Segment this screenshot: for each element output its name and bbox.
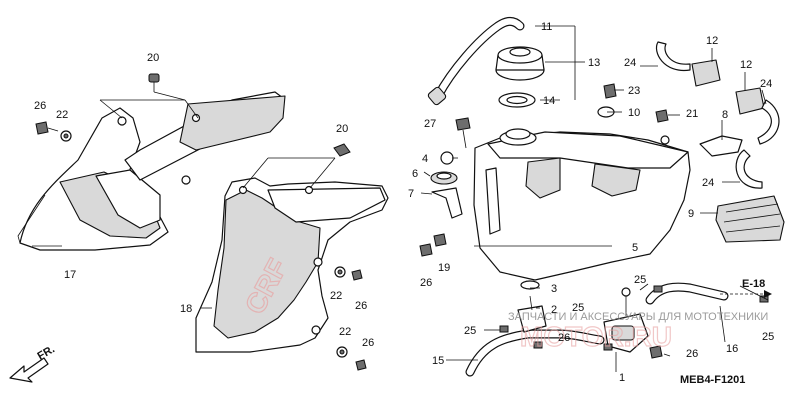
reference-label: E-18 — [742, 278, 765, 290]
callout-20-top: 20 — [147, 52, 159, 64]
callout-15: 15 — [432, 355, 444, 367]
watermark-text: ЗАПЧАСТИ И АКСЕССУАРЫ ДЛЯ МОТОТЕХНИКИ — [508, 311, 768, 323]
callout-25-d: 25 — [762, 331, 774, 343]
callout-2: 2 — [551, 304, 557, 316]
callout-27: 27 — [424, 118, 436, 130]
radiator-shroud-left — [17, 91, 286, 251]
front-direction-arrow: FR. — [9, 343, 57, 383]
callout-20-middle: 20 — [336, 123, 348, 135]
callout-21: 21 — [686, 108, 698, 120]
watermark: ЗАПЧАСТИ И АКСЕССУАРЫ ДЛЯ МОТОТЕХНИКИ MO… — [508, 311, 768, 353]
callout-22-bottom: 22 — [339, 326, 351, 338]
callout-8: 8 — [722, 109, 728, 121]
callout-14: 14 — [543, 95, 555, 107]
callout-17: 17 — [64, 269, 76, 281]
callout-25-a: 25 — [464, 325, 476, 337]
callout-26-valve: 26 — [558, 332, 570, 344]
callout-numbers: 1 2 3 4 5 6 7 8 9 10 11 12 12 13 14 15 1… — [34, 21, 774, 384]
radiator-shroud-right: CRF — [195, 177, 389, 353]
callout-24-top: 24 — [624, 57, 636, 69]
fuel-valve-and-hoses — [465, 282, 769, 377]
callout-26-shroud-bottom: 26 — [362, 337, 374, 349]
callout-26-tank: 26 — [420, 277, 432, 289]
callout-26-shroud: 26 — [355, 300, 367, 312]
callout-3: 3 — [551, 283, 557, 295]
callout-22-right: 22 — [330, 290, 342, 302]
callout-4: 4 — [422, 153, 428, 165]
callout-25-c: 25 — [634, 274, 646, 286]
callout-11: 11 — [541, 21, 552, 33]
callout-23: 23 — [628, 85, 640, 97]
fuel-tank — [473, 128, 691, 281]
callout-6: 6 — [412, 168, 418, 180]
callout-10: 10 — [628, 107, 640, 119]
callout-22-left: 22 — [56, 109, 68, 121]
callout-25-b: 25 — [572, 302, 584, 314]
hardware-fasteners — [35, 73, 669, 371]
clamps-and-rubbers — [655, 41, 785, 243]
leader-lines — [32, 25, 769, 372]
direction-label: FR. — [36, 343, 57, 362]
callout-7: 7 — [408, 188, 414, 200]
callout-12-top: 12 — [706, 35, 718, 47]
callout-5: 5 — [632, 242, 638, 254]
callout-16: 16 — [726, 343, 738, 355]
callout-1: 1 — [619, 372, 625, 384]
callout-26-right: 26 — [686, 348, 698, 360]
callout-9: 9 — [688, 208, 694, 220]
callout-12-right: 12 — [740, 59, 752, 71]
callout-13: 13 — [588, 57, 600, 69]
callout-18: 18 — [180, 303, 192, 315]
callout-26-left: 26 — [34, 100, 46, 112]
reference-arrow: E-18 — [720, 278, 772, 298]
callout-19: 19 — [438, 262, 450, 274]
figure-code: MEB4-F1201 — [680, 374, 745, 386]
callout-24-bottom: 24 — [702, 177, 714, 189]
callout-24-right: 24 — [760, 78, 772, 90]
watermark-logo: MOTOR.RU — [520, 321, 672, 352]
fuel-cap-assembly — [427, 16, 545, 108]
